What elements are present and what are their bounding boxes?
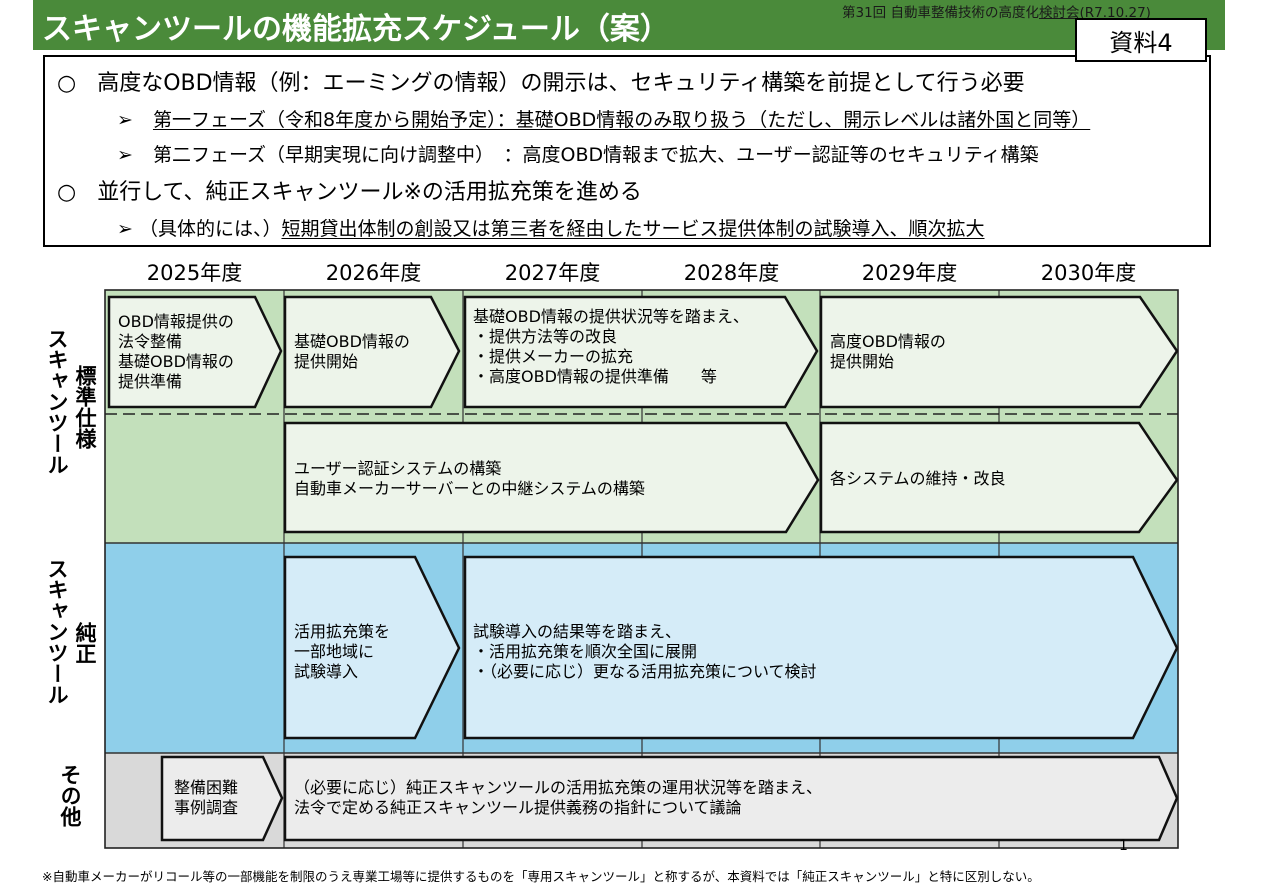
year-header: 2028年度 (683, 261, 780, 285)
summary-text: 短期貸出体制の創設又は第三者を経由したサービス提供体制の試験導入、順次拡大 (281, 218, 985, 240)
task-legal-text: OBD情報提供の 法令整備 基礎OBD情報の 提供準備 (118, 312, 234, 392)
task-line: 高度OBD情報の (830, 332, 946, 351)
task-line: OBD情報提供の (118, 312, 234, 331)
row-label-outer: スキャンツール (45, 328, 69, 475)
task-arrow-survey (160, 755, 284, 842)
task-improve-text: 基礎OBD情報の提供状況等を踏まえ、 ・提供方法等の改良 ・提供メーカーの拡充 … (473, 307, 749, 387)
task-auth-text: ユーザー認証システムの構築 自動車メーカーサーバーとの中継システムの構築 (294, 459, 645, 499)
year-header: 2025年度 (146, 261, 243, 285)
task-advanced-start-text: 高度OBD情報の 提供開始 (830, 332, 946, 372)
footnote: ※自動車メーカーがリコール等の一部機能を制限のうえ専業工場等に提供するものを「専… (42, 869, 1040, 884)
document-badge: 資料4 (1075, 18, 1207, 62)
row-label-outer: スキャンツール (45, 558, 69, 705)
arrow-bullet-icon: ➢ (117, 144, 133, 166)
task-arrow-basic-start (283, 295, 461, 409)
task-line: 自動車メーカーサーバーとの中継システムの構築 (294, 479, 645, 498)
summary-item: ○ 高度なOBD情報（例：エーミングの情報）の開示は、セキュリティ構築を前提とし… (57, 65, 1025, 97)
year-header: 2030年度 (1040, 261, 1137, 285)
task-line: 提供開始 (830, 352, 895, 371)
task-arrow-discuss (283, 755, 1179, 842)
meeting-info: 第31回 自動車整備技術の高度化検討会(R7.10.27) (842, 1, 1151, 21)
circle-bullet-icon: ○ (57, 71, 77, 96)
task-line: 整備困難 (174, 778, 239, 797)
row-label-inner: 標準仕様 (73, 365, 97, 449)
task-pure-expand-text: 試験導入の結果等を踏まえ、 ・活用拡充策を順次全国に展開 ・（必要に応じ）更なる… (473, 622, 817, 682)
title-bar (33, 0, 1225, 50)
task-arrow-pure-expand (463, 555, 1179, 740)
meeting-info-prefix: 第31回 自動車整備技術の高度化 (842, 5, 1039, 21)
task-arrow-maintain (819, 421, 1179, 534)
page-title: スキャンツールの機能拡充スケジュール（案） (42, 12, 670, 47)
task-arrow-improve (463, 295, 819, 409)
summary-item: ○ 並行して、純正スキャンツール※の活用拡充策を進める (57, 174, 642, 206)
arrow-bullet-icon: ➢ (117, 218, 133, 240)
task-line: ・提供メーカーの拡充 (473, 347, 634, 366)
task-line: 法令整備 (118, 332, 183, 351)
task-line: 提供準備 (118, 372, 183, 391)
page-number: 1 (1119, 838, 1128, 854)
task-line: ・（必要に応じ）更なる活用拡充策について検討 (473, 662, 817, 681)
task-arrow-pure-trial (283, 555, 461, 740)
year-header: 2026年度 (325, 261, 422, 285)
row-label-scan-tool-standard: スキャンツール (44, 328, 70, 480)
arrow-bullet-icon: ➢ (117, 109, 133, 131)
meeting-info-suffix: 検討会(R7.10.27) (1038, 5, 1151, 21)
row-label-standard-spec: 標準仕様 (72, 365, 98, 454)
summary-text: 並行して、純正スキャンツール※の活用拡充策を進める (97, 180, 642, 205)
row-label-scan-tool-pure: スキャンツール (44, 558, 70, 710)
row-label-inner: 純正 (73, 622, 97, 664)
task-line: 活用拡充策を (294, 622, 391, 641)
task-line: ユーザー認証システムの構築 (294, 459, 502, 478)
task-line: 試験導入の結果等を踏まえ、 (473, 622, 682, 641)
task-discuss-text: （必要に応じ）純正スキャンツールの活用拡充策の運用状況等を踏まえ、 法令で定める… (294, 778, 822, 818)
year-header: 2027年度 (504, 261, 601, 285)
task-maintain-text: 各システムの維持・改良 (830, 469, 1006, 489)
task-line: 基礎OBD情報の (294, 332, 410, 351)
task-basic-start-text: 基礎OBD情報の 提供開始 (294, 332, 410, 372)
task-arrow-advanced-start (819, 295, 1179, 409)
task-line: 基礎OBD情報の提供状況等を踏まえ、 (473, 307, 749, 326)
circle-bullet-icon: ○ (57, 180, 77, 205)
task-pure-trial-text: 活用拡充策を 一部地域に 試験導入 (294, 622, 390, 682)
task-line: 一部地域に (294, 642, 375, 661)
task-arrow-auth (283, 421, 820, 534)
summary-subitem: ➢ 第二フェーズ（早期実現に向け調整中） ：高度OBD情報まで拡大、ユーザー認証… (117, 140, 1039, 167)
task-line: 事例調査 (174, 798, 239, 817)
year-header: 2029年度 (861, 261, 958, 285)
task-line: 法令で定める純正スキャンツール提供義務の指針について議論 (294, 798, 742, 817)
summary-box: ○ 高度なOBD情報（例：エーミングの情報）の開示は、セキュリティ構築を前提とし… (43, 55, 1211, 247)
task-line: 試験導入 (294, 662, 359, 681)
task-arrow-legal (107, 295, 283, 409)
task-line: （必要に応じ）純正スキャンツールの活用拡充策の運用状況等を踏まえ、 (294, 778, 823, 797)
task-line: 各システムの維持・改良 (830, 469, 1006, 488)
task-line: 基礎OBD情報の (118, 352, 234, 371)
task-line: ・活用拡充策を順次全国に展開 (473, 642, 698, 661)
row-label-other: その他 (57, 764, 83, 832)
task-line: ・高度OBD情報の提供準備 等 (473, 367, 717, 386)
summary-subitem: ➢ （具体的には、）短期貸出体制の創設又は第三者を経由したサービス提供体制の試験… (117, 214, 985, 241)
summary-subitem: ➢ 第一フェーズ（令和8年度から開始予定）：基礎OBD情報のみ取り扱う（ただし、… (117, 105, 1090, 132)
row-label-outer: その他 (58, 764, 82, 827)
summary-prefix: （具体的には、） (138, 218, 282, 240)
summary-text: 第一フェーズ（令和8年度から開始予定）：基礎OBD情報のみ取り扱う（ただし、開示… (152, 109, 1091, 131)
row-label-pure: 純正 (72, 622, 98, 669)
summary-text: 高度なOBD情報（例：エーミングの情報）の開示は、セキュリティ構築を前提として行… (97, 71, 1025, 96)
task-survey-text: 整備困難 事例調査 (174, 778, 238, 818)
summary-text: 第二フェーズ（早期実現に向け調整中） ：高度OBD情報まで拡大、ユーザー認証等の… (152, 144, 1039, 166)
task-line: 提供開始 (294, 352, 359, 371)
task-line: ・提供方法等の改良 (473, 327, 618, 346)
